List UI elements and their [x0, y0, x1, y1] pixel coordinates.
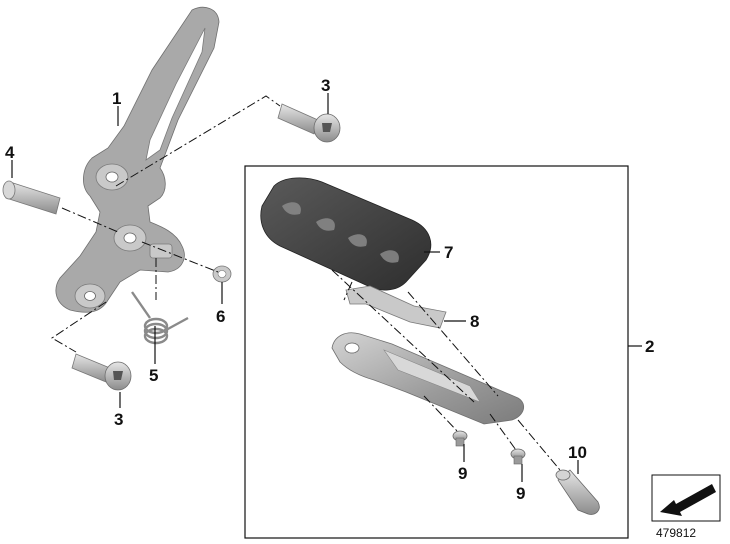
mounting-plate [345, 285, 447, 329]
callout-9-left: 9 [458, 464, 467, 483]
direction-badge: 479812 [651, 474, 721, 540]
footpeg-rubber [260, 177, 432, 291]
subassembly-frame [244, 165, 629, 539]
leader-lines [11, 93, 642, 482]
screw-right [510, 448, 526, 465]
screw-left [452, 430, 468, 447]
bolt-upper [277, 103, 341, 143]
callout-1: 1 [112, 89, 121, 108]
callout-3-bottom: 3 [114, 410, 123, 429]
callout-labels: 1 3 4 5 6 3 7 8 2 9 9 10 [5, 76, 654, 503]
direction-arrow-icon [660, 484, 716, 516]
washer [212, 265, 232, 283]
callout-7: 7 [444, 243, 453, 262]
callout-2: 2 [645, 337, 654, 356]
assembly-lines-right [331, 269, 561, 471]
callout-10: 10 [568, 443, 587, 462]
assembly-lines-left [51, 95, 281, 353]
callout-3-top: 3 [321, 76, 330, 95]
diagram-id: 479812 [656, 526, 696, 540]
pivot-pin [2, 180, 61, 215]
callout-6: 6 [216, 307, 225, 326]
wear-pin [555, 469, 600, 515]
torsion-spring [131, 291, 189, 345]
footpeg-body [331, 332, 525, 425]
callout-8: 8 [470, 312, 479, 331]
callout-5: 5 [149, 366, 158, 385]
callout-9-right: 9 [516, 484, 525, 503]
callout-4: 4 [5, 143, 15, 162]
bolt-lower [71, 353, 132, 391]
footrest-bracket [55, 6, 220, 313]
